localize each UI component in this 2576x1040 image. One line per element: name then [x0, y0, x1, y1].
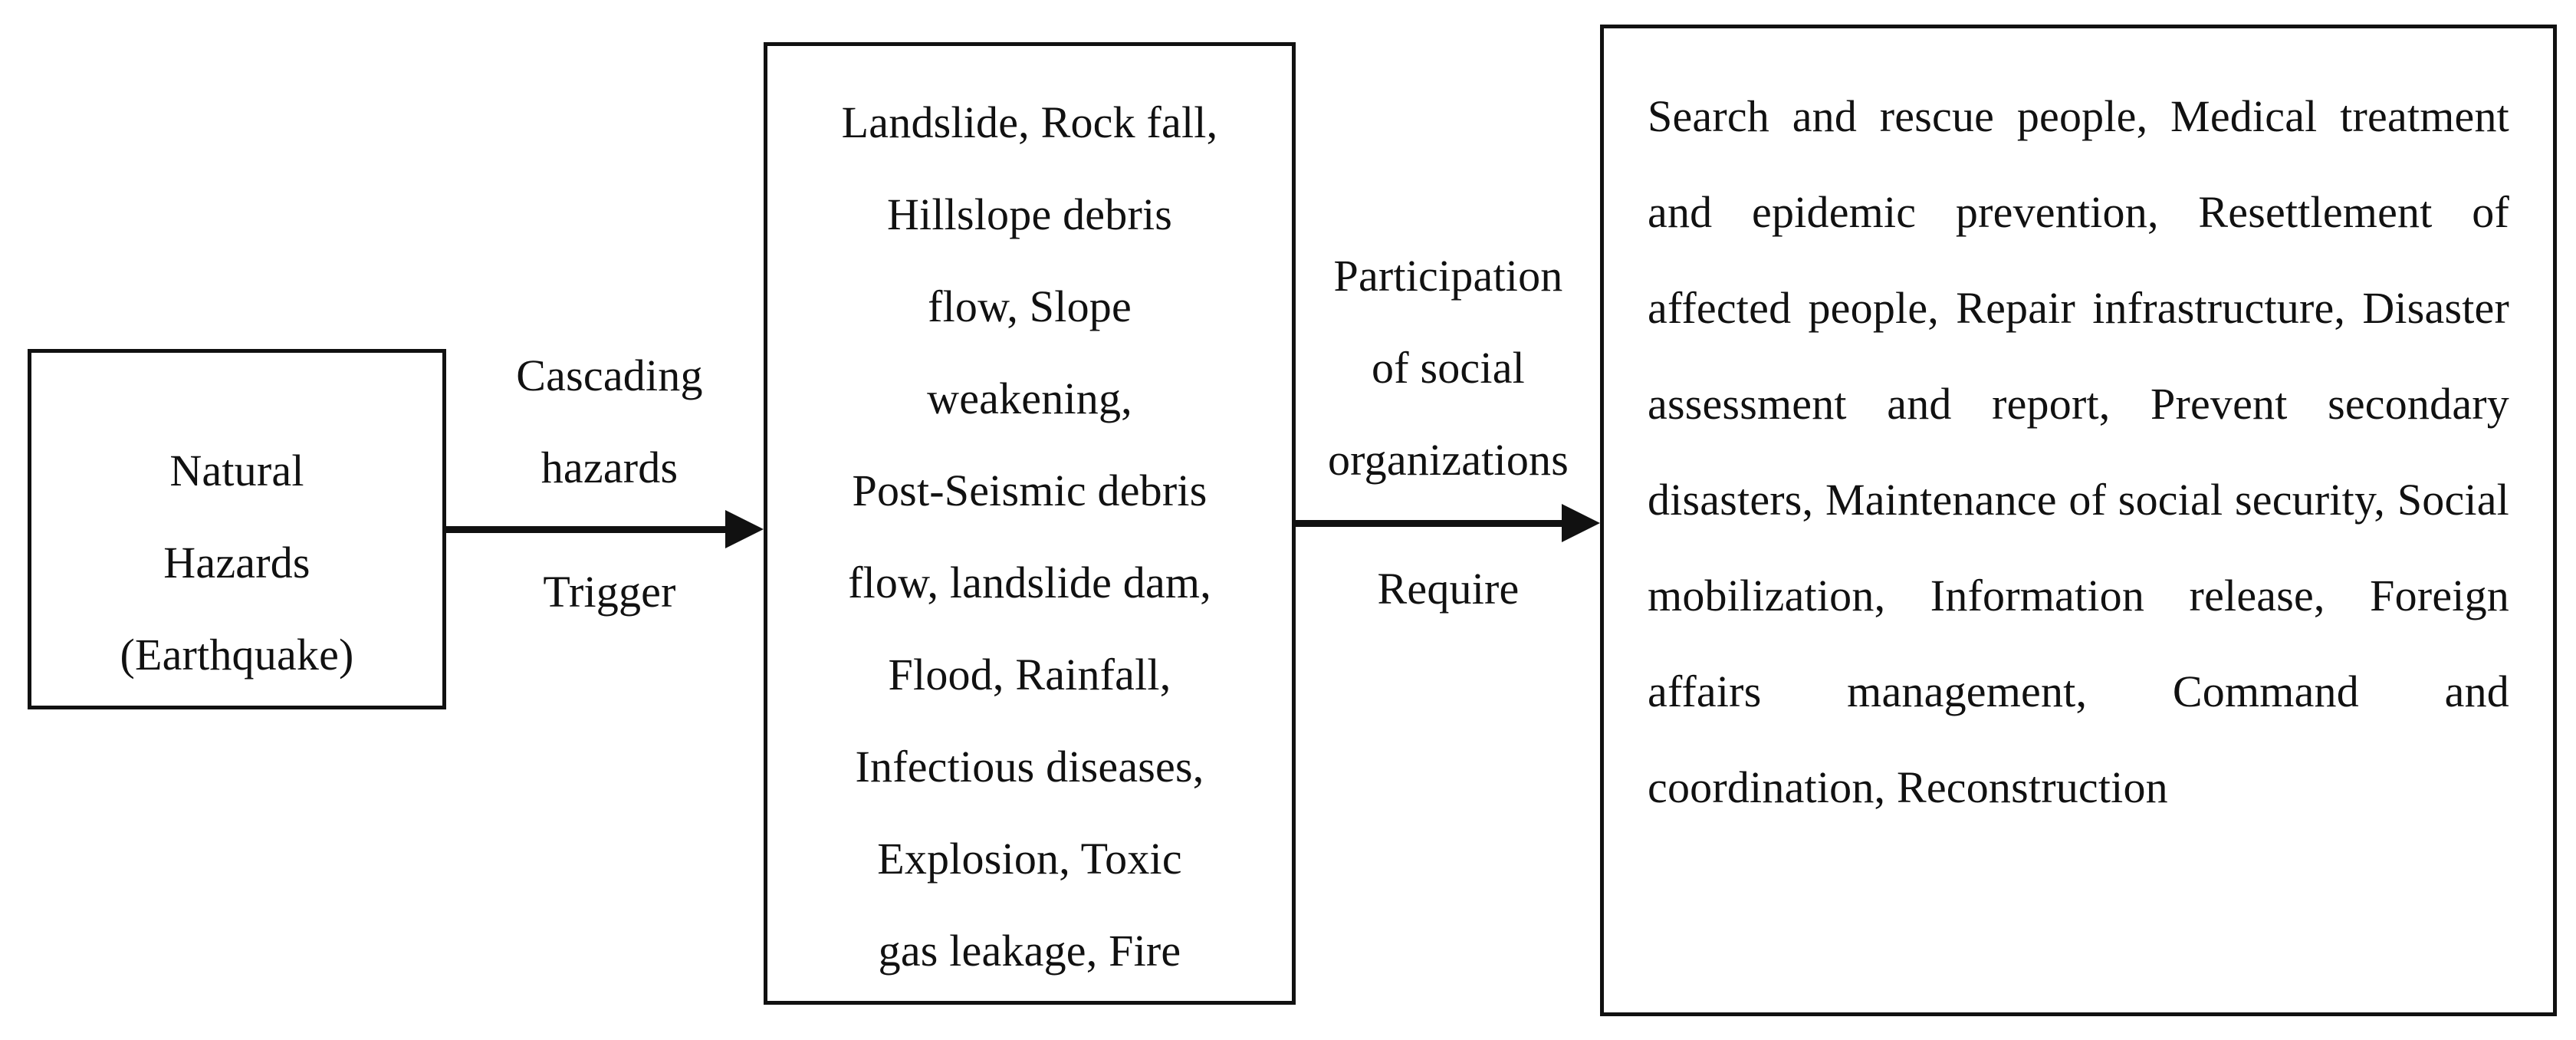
cascading-hazards-line-9: Explosion, Toxic — [877, 834, 1182, 884]
cascading-hazards-line-3: flow, Slope — [928, 281, 1132, 331]
cascading-hazards-text: Landslide, Rock fall, Hillslope debris f… — [767, 77, 1292, 997]
arrow-trigger-head — [725, 510, 764, 548]
node-emergency-tasks[interactable]: Search and rescue people, Medical treatm… — [1600, 25, 2557, 1016]
cascading-hazards-line-8: Infectious diseases, — [855, 742, 1204, 792]
cascading-hazards-line-10: gas leakage, Fire — [878, 926, 1181, 976]
edge-label-participation-line-3: organizations — [1327, 435, 1569, 485]
cascading-hazards-line-2: Hillslope debris — [886, 189, 1173, 239]
arrow-require-shaft — [1296, 520, 1564, 527]
edge-label-participation: Participation of social organizations — [1297, 230, 1599, 506]
arrow-require-head — [1562, 504, 1600, 542]
node-cascading-hazards[interactable]: Landslide, Rock fall, Hillslope debris f… — [764, 42, 1296, 1005]
edge-label-cascading-line-1: Cascading — [516, 351, 703, 400]
node-natural-hazards[interactable]: Natural Hazards (Earthquake) — [28, 349, 446, 709]
natural-hazards-line-3: (Earthquake) — [120, 630, 354, 680]
cascading-hazards-line-7: Flood, Rainfall, — [888, 650, 1171, 699]
edge-label-participation-line-1: Participation — [1333, 251, 1563, 301]
emergency-tasks-text: Search and rescue people, Medical treatm… — [1648, 91, 2509, 812]
natural-hazards-text: Natural Hazards (Earthquake) — [31, 425, 442, 701]
edge-label-participation-line-2: of social — [1372, 343, 1525, 393]
cascading-hazards-line-1: Landslide, Rock fall, — [841, 97, 1218, 147]
edge-label-require: Require — [1377, 564, 1520, 614]
edge-label-cascading-hazards: Cascading hazards — [460, 330, 759, 514]
edge-label-cascading-line-2: hazards — [540, 443, 678, 492]
cascading-hazards-line-5: Post-Seismic debris — [852, 466, 1208, 515]
edge-label-trigger: Trigger — [543, 567, 676, 617]
cascading-hazards-line-4: weakening, — [927, 374, 1132, 423]
cascading-hazards-line-6: flow, landslide dam, — [848, 558, 1211, 607]
natural-hazards-line-1: Natural — [169, 446, 304, 495]
arrow-trigger-shaft — [446, 526, 728, 533]
natural-hazards-line-2: Hazards — [163, 538, 310, 587]
